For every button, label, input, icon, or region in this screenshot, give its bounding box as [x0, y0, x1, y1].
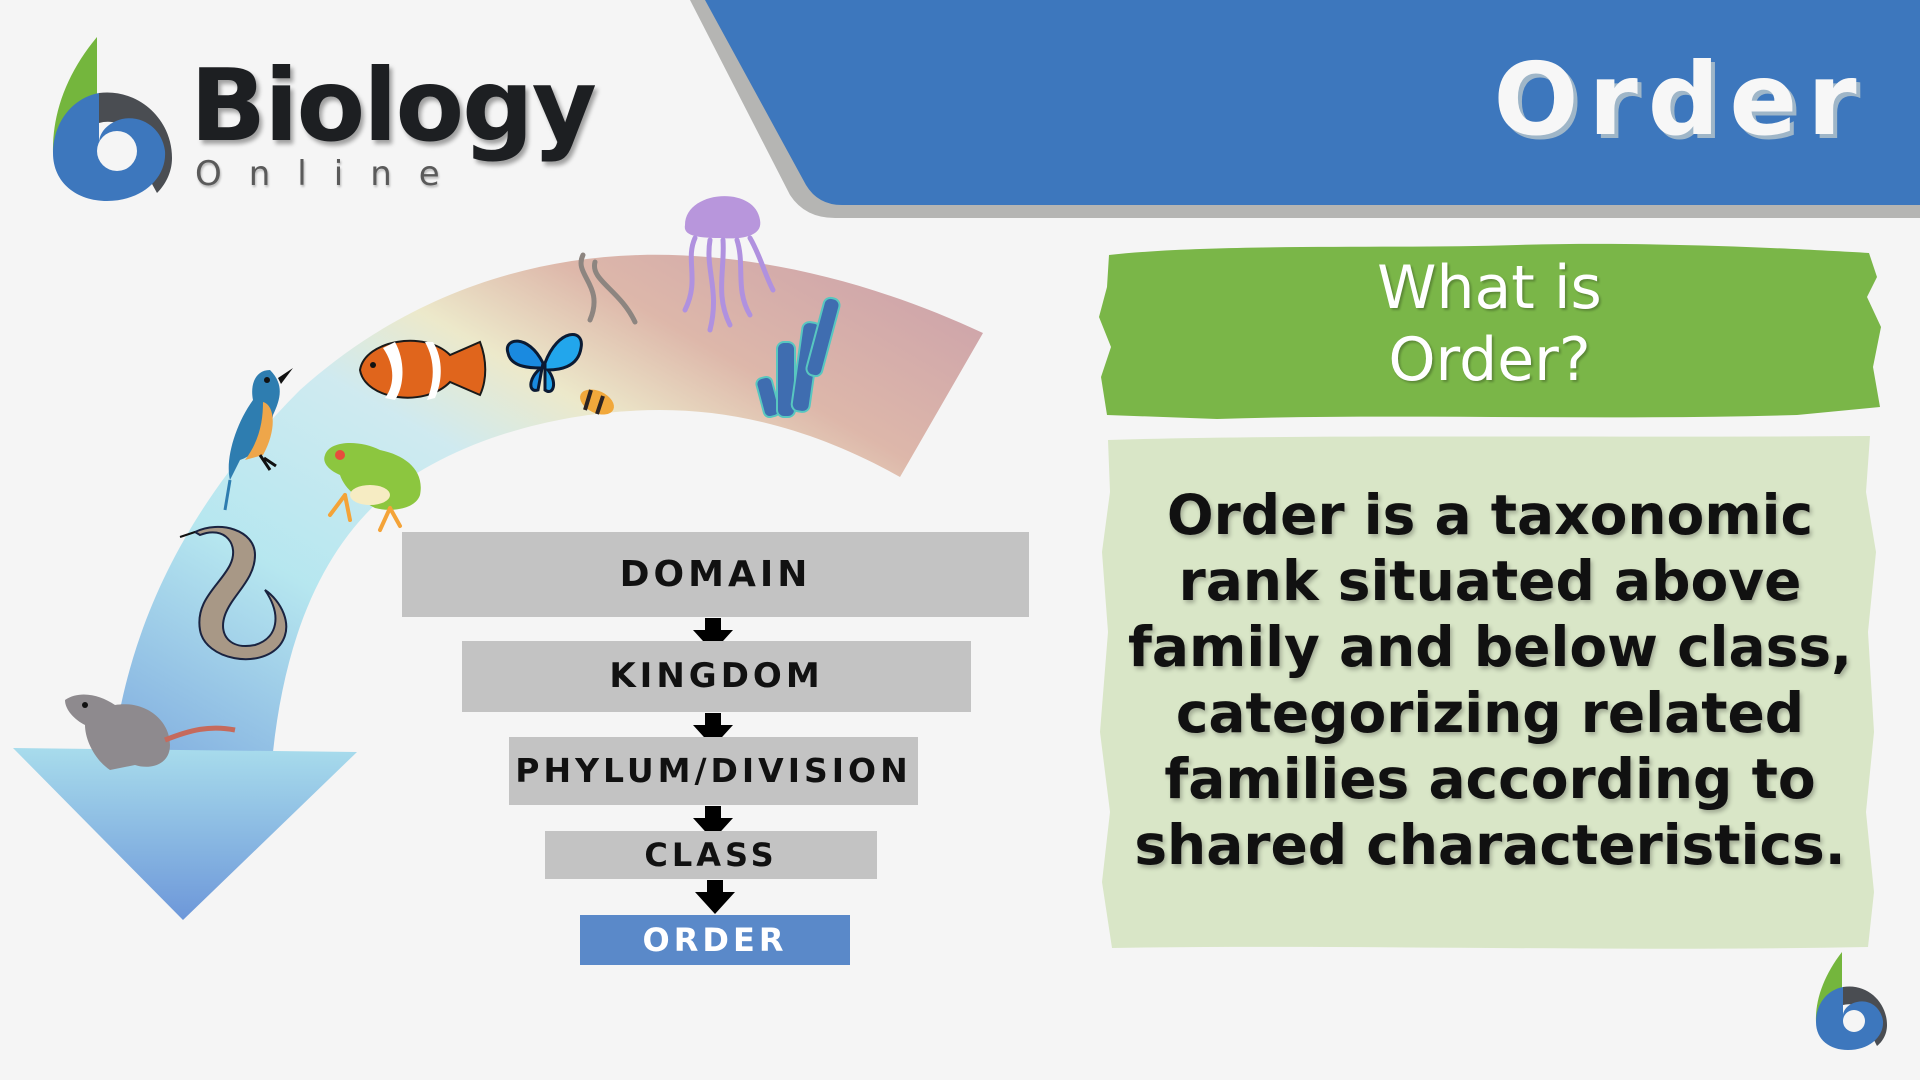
jellyfish-icon — [682, 196, 776, 333]
arc-arrow-head — [13, 748, 357, 920]
question-heading: What is Order? — [1097, 252, 1882, 396]
page-title: Order — [1493, 41, 1867, 158]
rat-icon — [65, 694, 236, 770]
title-banner — [705, 0, 1920, 205]
rank-kingdom[interactable]: KINGDOM — [462, 641, 971, 712]
definition-box — [1100, 436, 1876, 949]
bee-icon — [580, 389, 614, 415]
bird-icon — [223, 368, 293, 511]
rank-label: PHYLUM/DIVISION — [515, 751, 912, 790]
rank-label: CLASS — [644, 836, 778, 874]
rank-label: KINGDOM — [609, 656, 824, 696]
rank-label: DOMAIN — [619, 554, 812, 595]
question-box — [1099, 243, 1881, 419]
rank-class[interactable]: CLASS — [545, 831, 877, 879]
brand-subtitle: Online — [195, 154, 467, 194]
logo-mark-icon — [52, 37, 172, 201]
definition-text: Order is a taxonomic rank situated above… — [1127, 483, 1853, 877]
rank-label: ORDER — [642, 921, 788, 959]
frog-icon — [324, 443, 421, 532]
rank-domain[interactable]: DOMAIN — [402, 532, 1029, 617]
question-line-2: Order? — [1388, 325, 1591, 395]
biology-online-logo[interactable]: Biology Online — [40, 30, 610, 210]
clownfish-icon — [358, 339, 487, 400]
corner-logo-icon — [1815, 952, 1887, 1050]
butterfly-icon — [505, 333, 583, 393]
rank-order[interactable]: ORDER — [580, 915, 850, 965]
coral-icon — [755, 296, 841, 419]
worm-icon — [578, 252, 638, 325]
brand-name: Biology — [190, 47, 597, 164]
snake-icon — [179, 525, 288, 661]
question-line-1: What is — [1377, 253, 1602, 323]
rank-phylum-division[interactable]: PHYLUM/DIVISION — [509, 737, 918, 805]
hierarchy-arrows — [693, 618, 735, 914]
